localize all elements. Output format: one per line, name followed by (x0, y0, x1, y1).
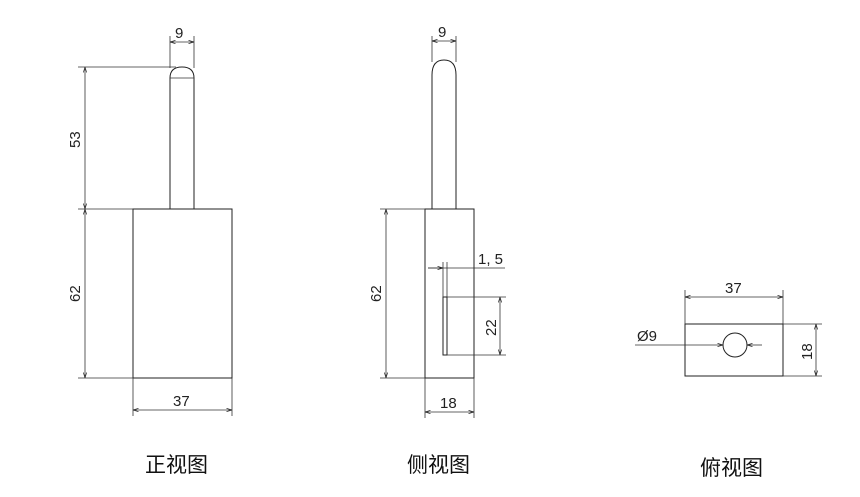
front-body-height-label: 62 (67, 285, 84, 302)
top-hole-diameter-label: Ø9 (637, 328, 657, 345)
side-view: 9 62 1, 5 22 18 侧视图 (368, 24, 506, 477)
top-body-outline (684, 323, 784, 377)
side-pin-width-label: 9 (438, 24, 446, 41)
top-view-caption: 俯视图 (700, 456, 763, 480)
front-pin-width-label: 9 (175, 25, 183, 42)
front-pin-outline (169, 66, 195, 209)
front-body-width-label: 37 (173, 393, 190, 410)
side-body-width-label: 18 (440, 395, 457, 412)
front-pin-height-label: 53 (67, 131, 84, 148)
top-view: 37 Ø9 18 俯视图 (635, 280, 822, 480)
side-body-outline (424, 208, 475, 379)
top-width-label: 18 (799, 343, 816, 360)
top-hole (722, 332, 748, 358)
side-slot (442, 296, 448, 356)
side-pin-outline (431, 59, 457, 209)
front-view: 9 53 62 37 正视图 (67, 25, 233, 477)
side-slot-width-label: 1, 5 (478, 251, 503, 268)
side-body-height-label: 62 (368, 285, 385, 302)
front-body-outline (132, 208, 233, 379)
front-view-caption: 正视图 (145, 453, 208, 477)
side-slot-height-label: 22 (483, 319, 500, 336)
side-view-caption: 侧视图 (407, 453, 470, 477)
top-length-label: 37 (725, 280, 742, 297)
